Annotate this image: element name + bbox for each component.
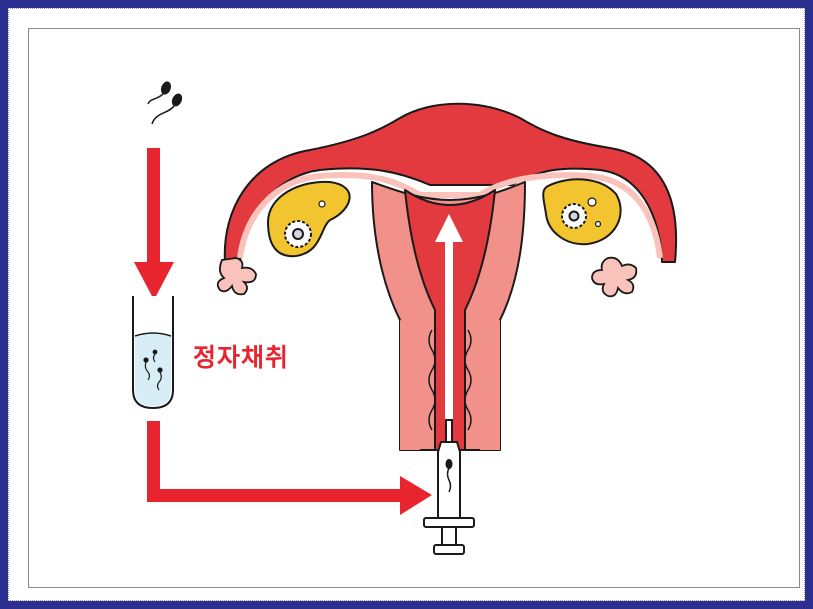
- egg-cell-icon: [285, 221, 311, 247]
- sperm-icon: [148, 81, 183, 124]
- egg-cell-icon: [562, 204, 586, 228]
- fimbriae-left: [218, 258, 256, 294]
- test-tube-icon: [133, 296, 173, 408]
- fimbriae-right: [592, 258, 636, 297]
- flow-arrow-icon: [147, 421, 432, 515]
- sperm-collection-caption: 정자채취: [193, 338, 289, 374]
- down-arrow-icon: [134, 148, 174, 300]
- ovary-right: [543, 179, 620, 244]
